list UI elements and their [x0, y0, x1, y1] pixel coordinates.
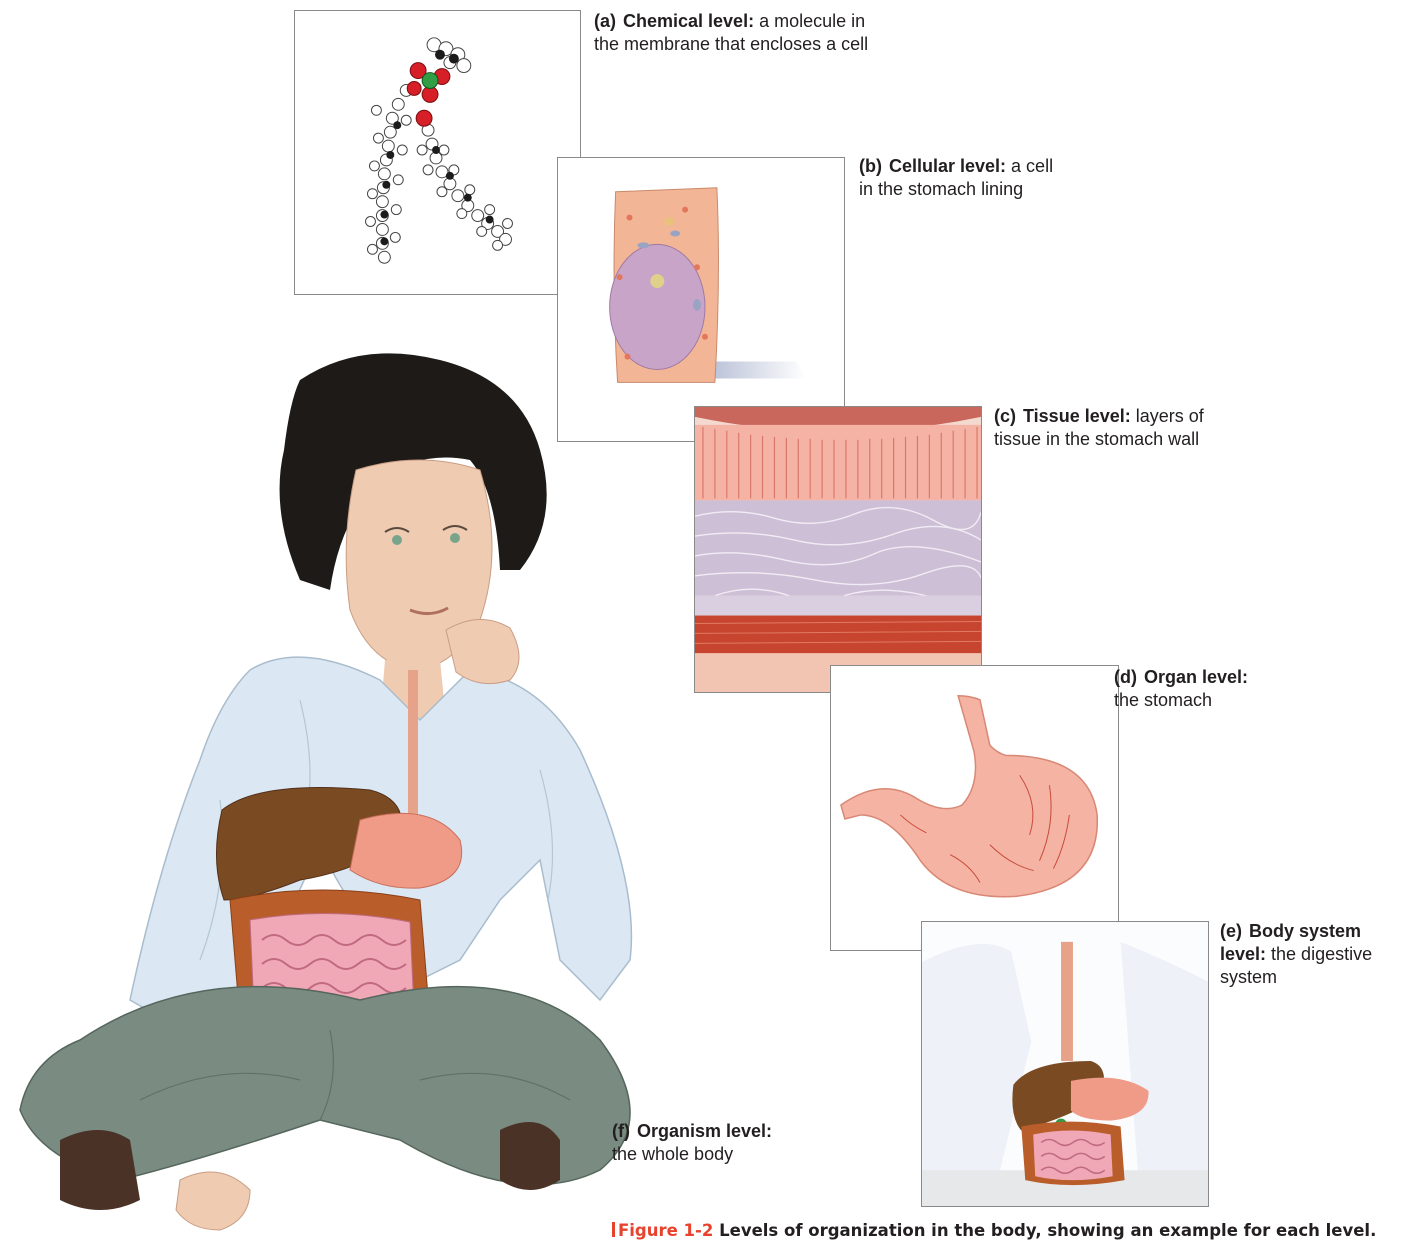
seated-person-illustration [0, 340, 660, 1258]
tissue-level-name: Tissue level: [1023, 406, 1131, 426]
body-system-level-desc2: system [1220, 967, 1277, 987]
chemical-level-name: Chemical level: [623, 11, 754, 31]
tissue-level-letter: (c) [994, 406, 1016, 426]
organ-level-caption: (d) Organ level: the stomach [1114, 666, 1394, 712]
organism-level-name: Organism level: [637, 1121, 772, 1141]
cellular-level-desc1: a cell [1006, 156, 1053, 176]
chemical-level-desc1: a molecule in [754, 11, 865, 31]
tissue-level-panel [694, 406, 982, 693]
chemical-level-letter: (a) [594, 11, 616, 31]
organism-level-letter: (f) [612, 1121, 630, 1141]
tissue-level-caption: (c) Tissue level: layers of tissue in the… [994, 405, 1314, 451]
organ-level-name: Organ level: [1144, 667, 1248, 687]
figure-text: Levels of organization in the body, show… [719, 1221, 1376, 1240]
stomach-organ-illustration [831, 666, 1118, 950]
tissue-level-desc2: tissue in the stomach wall [994, 429, 1199, 449]
body-system-level-name2: level: [1220, 944, 1266, 964]
phospholipid-molecule-illustration [295, 11, 580, 294]
chemical-level-desc2: the membrane that encloses a cell [594, 34, 868, 54]
body-system-level-caption: (e) Body system level: the digestive syst… [1220, 920, 1410, 989]
body-system-level-name: Body system [1249, 921, 1361, 941]
cellular-level-name: Cellular level: [889, 156, 1006, 176]
digestive-system-illustration [922, 922, 1208, 1206]
chemical-level-caption: (a) Chemical level: a molecule in the mem… [594, 10, 954, 56]
organ-level-panel [830, 665, 1119, 951]
organ-level-desc2: the stomach [1114, 690, 1212, 710]
chemical-level-panel [294, 10, 581, 295]
cellular-level-caption: (b) Cellular level: a cell in the stomach… [859, 155, 1179, 201]
organ-level-letter: (d) [1114, 667, 1137, 687]
stomach-wall-tissue-illustration [695, 407, 981, 692]
figure-marker [612, 1222, 615, 1237]
body-system-level-letter: (e) [1220, 921, 1242, 941]
cellular-level-letter: (b) [859, 156, 882, 176]
cellular-level-desc2: in the stomach lining [859, 179, 1023, 199]
figure-caption: Figure 1-2 Levels of organization in the… [612, 1221, 1376, 1240]
tissue-level-desc1: layers of [1131, 406, 1204, 426]
figure-number: Figure 1-2 [618, 1221, 713, 1240]
organism-level-caption: (f) Organism level: the whole body [612, 1120, 872, 1166]
body-system-level-desc1: the digestive [1266, 944, 1372, 964]
organism-level-desc2: the whole body [612, 1144, 733, 1164]
body-system-level-panel [921, 921, 1209, 1207]
